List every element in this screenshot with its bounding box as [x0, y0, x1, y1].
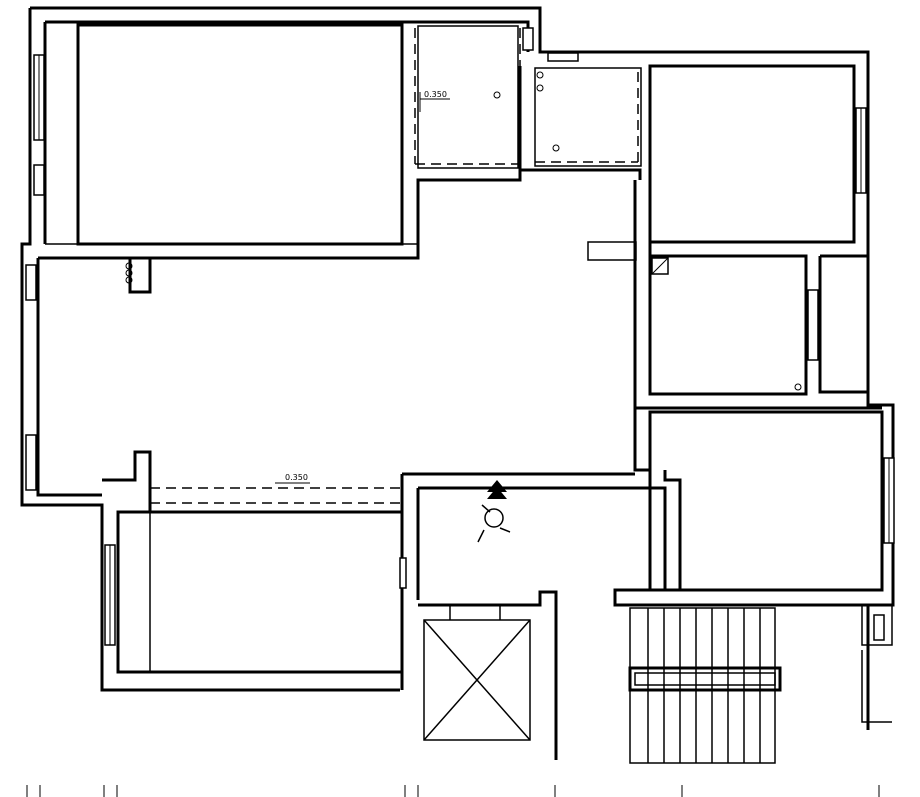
- dimension-ticks: [26, 785, 880, 797]
- outer-walls: [20, 6, 895, 730]
- elevator-shaft: [418, 590, 558, 760]
- bathroom-1: [417, 25, 519, 169]
- fixtures: [125, 71, 802, 391]
- watermark-text: HUARAN: [415, 738, 477, 753]
- bedroom-lower-right: [648, 410, 884, 592]
- windows: [25, 27, 895, 646]
- ceiling-drop-label-upper: 0.350: [424, 90, 447, 99]
- study-room: [648, 254, 808, 396]
- entry-arrow-icon: [477, 480, 511, 543]
- bathroom-2: [534, 67, 642, 167]
- bedroom-lower-left: [116, 510, 404, 674]
- ceiling-drop-label-lower: 0.350: [285, 473, 308, 482]
- level-labels: 0.350 0.350: [275, 90, 450, 484]
- bedroom-upper-right: [648, 64, 856, 244]
- ceiling-lines: [150, 28, 639, 504]
- interior-walls: [38, 22, 884, 690]
- duct-shaft: [861, 604, 893, 723]
- staircase: [628, 607, 782, 764]
- bedroom-upper-left: [76, 23, 404, 246]
